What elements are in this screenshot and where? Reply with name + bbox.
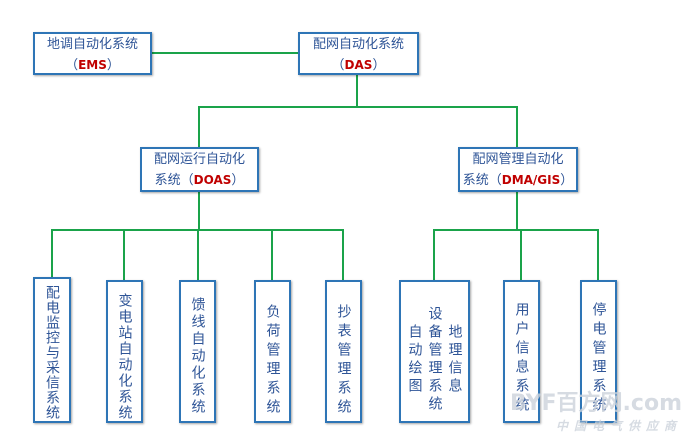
leaf-label-gis: 地理信息 [446, 323, 463, 396]
leaf-label: 用户信息系统 [513, 301, 530, 416]
leaf-label: 负荷管理系统 [264, 303, 281, 418]
connector-dma-down [516, 191, 518, 231]
ems-box: 地调自动化系统 （EMS） [33, 32, 152, 75]
connector-leaf-5 [342, 229, 344, 280]
das-box: 配网自动化系统 （DAS） [298, 32, 419, 75]
leaf-label: 馈线自动化系统 [189, 297, 206, 416]
leaf-label: 变电站自动化系统 [116, 292, 133, 421]
dma-line2: 系统（DMA/GIS） [462, 173, 574, 188]
watermark-slogan: 中国电气供应商 [555, 419, 682, 433]
doas-abbr: DOAS [193, 173, 232, 187]
leaf-substation-automation: 变电站自动化系统 [106, 280, 143, 423]
connector-das-down [356, 74, 358, 108]
connector-leaf-6 [433, 229, 435, 280]
leaf-label: 配电监控与采信系统 [44, 284, 60, 420]
leaf-label-am: 自动绘图 [406, 323, 423, 396]
leaf-customer-info: 用户信息系统 [503, 280, 540, 423]
connector-leaf-4 [271, 229, 273, 280]
connector-doas-down [198, 191, 200, 231]
das-name: 配网自动化系统 [312, 37, 404, 52]
connector-ems-das [151, 52, 298, 54]
das-abbr: （DAS） [331, 58, 386, 73]
leaf-distribution-monitoring: 配电监控与采信系统 [33, 277, 71, 423]
dma-line1: 配网管理自动化 [472, 152, 564, 167]
connector-leaf-2 [123, 229, 125, 280]
connector-dma-up [516, 106, 518, 147]
leaf-outage-management: 停电管理系统 [580, 280, 617, 423]
leaf-label: 抄表管理系统 [335, 303, 352, 418]
leaf-feeder-automation: 馈线自动化系统 [179, 280, 216, 423]
ems-name: 地调自动化系统 [46, 37, 138, 52]
watermark-brand: BYF百方网.com [510, 391, 682, 416]
dma-line2-text: 系统 [462, 173, 489, 188]
leaf-gis: 地理信息 设备管理系统 自动绘图 [399, 280, 470, 423]
ems-abbr: （EMS） [65, 58, 120, 73]
leaf-meter-reading: 抄表管理系统 [325, 280, 362, 423]
dma-box: 配网管理自动化 系统（DMA/GIS） [458, 147, 578, 192]
connector-leaf-1 [51, 229, 53, 278]
connector-mid-bar [198, 106, 518, 108]
dma-abbr: DMA/GIS [501, 173, 561, 187]
ems-abbr-text: EMS [78, 58, 107, 72]
das-abbr-text: DAS [344, 58, 373, 72]
doas-line1: 配网运行自动化 [153, 152, 245, 167]
doas-box: 配网运行自动化 系统（DOAS） [140, 147, 259, 192]
connector-right-bar [433, 229, 598, 231]
connector-leaf-7 [520, 229, 522, 280]
doas-line2: 系统（DOAS） [154, 173, 245, 188]
connector-leaf-8 [597, 229, 599, 280]
leaf-load-management: 负荷管理系统 [254, 280, 291, 423]
watermark-logo: BYF百方网.com 中国电气供应商 [510, 385, 682, 434]
leaf-label: 停电管理系统 [590, 301, 607, 416]
doas-line2-text: 系统 [154, 173, 181, 188]
connector-leaf-3 [197, 229, 199, 280]
connector-doas-up [198, 106, 200, 147]
leaf-label-equipment: 设备管理系统 [426, 305, 443, 414]
